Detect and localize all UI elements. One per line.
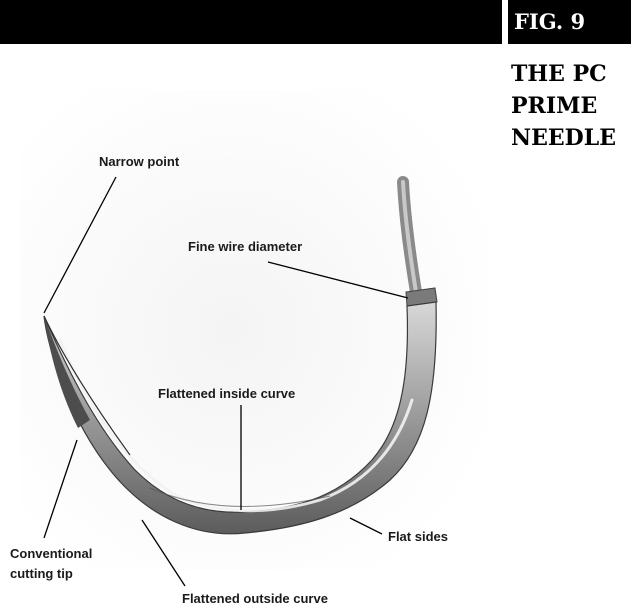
label-conventional-cutting-tip-line-2: cutting tip <box>10 566 73 581</box>
label-flattened-inside-curve: Flattened inside curve <box>158 386 295 401</box>
label-flattened-outside-curve: Flattened outside curve <box>182 591 328 606</box>
label-fine-wire-diameter: Fine wire diameter <box>188 239 302 254</box>
label-flat-sides: Flat sides <box>388 529 448 544</box>
label-conventional-cutting-tip-line-1: Conventional <box>10 546 92 561</box>
label-narrow-point: Narrow point <box>99 154 180 169</box>
